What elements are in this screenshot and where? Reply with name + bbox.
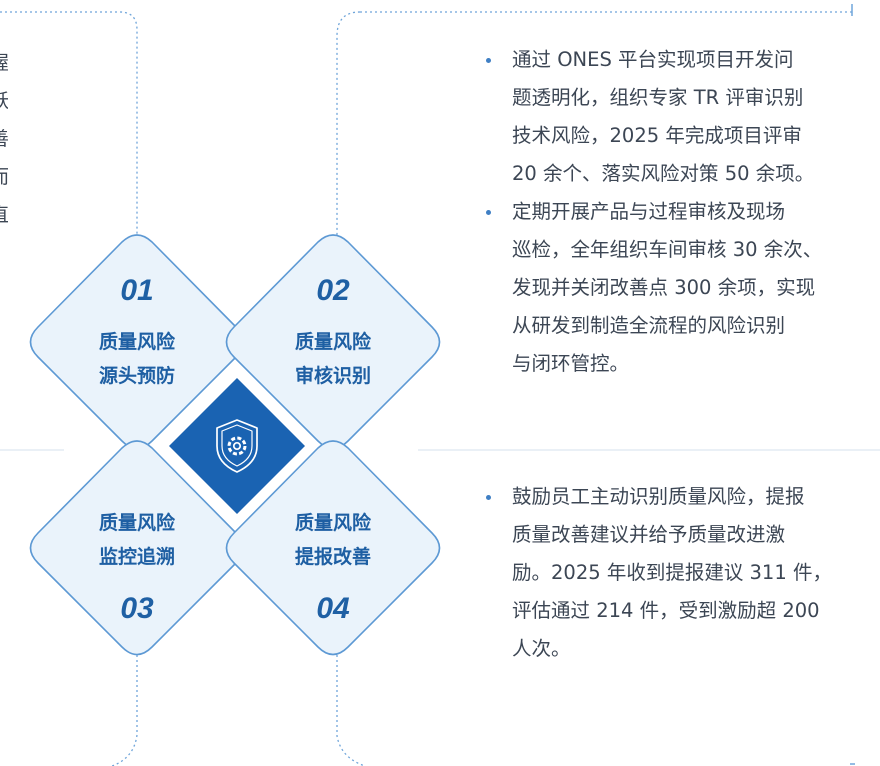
quadrant-label-01: 质量风险 源头预防 (67, 325, 207, 393)
fragment: 而 (0, 158, 8, 196)
quadrant-label-04: 质量风险 提报改善 (263, 506, 403, 574)
center-diamond (169, 378, 305, 514)
quadrant-tile-04 (225, 440, 441, 656)
left-text-fragments: 渥 跃 善 而 直 (0, 44, 8, 234)
quadrant-number-03: 03 (120, 592, 154, 625)
bullet-line: 从研发到制造全流程的风险识别 (512, 314, 786, 337)
bullet-item: 通过 ONES 平台实现项目开发问 题透明化，组织专家 TR 评审识别 技术风险… (478, 41, 858, 193)
fragment: 善 (0, 120, 8, 158)
quadrant-label-line: 提报改善 (294, 546, 371, 568)
quadrant-label-line: 质量风险 (98, 512, 175, 534)
bullet-line: 定期开展产品与过程审核及现场 (512, 200, 786, 223)
bullet-line: 与闭环管控。 (512, 352, 630, 375)
quadrant-label-line: 质量风险 (98, 331, 175, 353)
bullet-line: 发现并关闭改善点 300 余项，实现 (512, 276, 816, 299)
fragment: 渥 (0, 44, 8, 82)
fragment: 跃 (0, 82, 8, 120)
bullet-line: 通过 ONES 平台实现项目开发问 (512, 48, 794, 71)
bullet-line: 质量改善建议并给予质量改进激 (512, 523, 786, 546)
quadrant-label-line: 源头预防 (98, 365, 175, 387)
bottom-bullet-list: 鼓励员工主动识别质量风险，提报 质量改善建议并给予质量改进激 励。2025 年收… (478, 478, 858, 668)
top-bullet-list: 通过 ONES 平台实现项目开发问 题透明化，组织专家 TR 评审识别 技术风险… (478, 41, 858, 383)
bullet-line: 题透明化，组织专家 TR 评审识别 (512, 86, 804, 109)
quadrant-label-03: 质量风险 监控追溯 (67, 506, 207, 574)
quadrant-number-04: 04 (316, 592, 350, 625)
quadrant-tile-02 (225, 234, 441, 450)
fragment: 直 (0, 196, 8, 234)
bullet-line: 评估通过 214 件，受到激励超 200 (512, 599, 820, 622)
bullet-item: 定期开展产品与过程审核及现场 巡检，全年组织车间审核 30 余次、 发现并关闭改… (478, 193, 858, 383)
quadrant-label-line: 质量风险 (294, 331, 371, 353)
bullet-line: 20 余个、落实风险对策 50 余项。 (512, 162, 815, 185)
quadrant-label-line: 质量风险 (294, 512, 371, 534)
bullet-dot-icon (486, 495, 491, 500)
bullet-line: 巡检，全年组织车间审核 30 余次、 (512, 238, 823, 261)
quadrant-label-line: 监控追溯 (98, 546, 175, 568)
quadrant-number-02: 02 (316, 274, 350, 307)
shield-gear-icon (216, 419, 258, 473)
bullet-line: 励。2025 年收到提报建议 311 件， (512, 561, 832, 584)
quadrant-number-01: 01 (120, 274, 154, 307)
bullet-line: 人次。 (512, 637, 571, 660)
quadrant-label-line: 审核识别 (294, 365, 371, 387)
bullet-line: 技术风险，2025 年完成项目评审 (512, 124, 802, 147)
bullet-item: 鼓励员工主动识别质量风险，提报 质量改善建议并给予质量改进激 励。2025 年收… (478, 478, 858, 668)
quadrant-label-02: 质量风险 审核识别 (263, 325, 403, 393)
bullet-dot-icon (486, 58, 491, 63)
bullet-line: 鼓励员工主动识别质量风险，提报 (512, 485, 805, 508)
bullet-dot-icon (486, 210, 491, 215)
dotted-frame-lines (0, 11, 852, 766)
